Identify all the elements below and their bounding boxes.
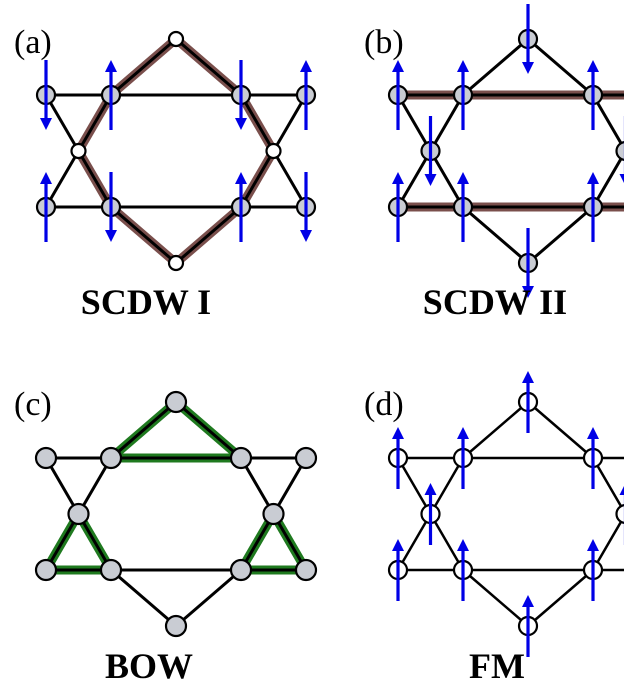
lattice-bond xyxy=(396,513,432,571)
lattice-bond xyxy=(175,205,242,265)
panel-c-label: (c) xyxy=(14,386,52,423)
spin-arrow-head xyxy=(457,172,469,184)
spin-arrow-head xyxy=(40,172,52,184)
panel-b-scdw-ii xyxy=(387,4,624,298)
spin-arrow-head xyxy=(105,230,117,242)
lattice-bond xyxy=(462,569,529,627)
lattice-site xyxy=(99,558,123,582)
lattice-bond xyxy=(429,94,465,152)
lattice-site xyxy=(229,446,253,470)
lattice-bond xyxy=(396,94,432,152)
lattice-site xyxy=(615,504,624,524)
spin-arrow-head xyxy=(522,286,534,298)
lattice-bond xyxy=(396,150,432,208)
lattice-site xyxy=(67,502,90,526)
lattice-bond xyxy=(591,94,624,152)
lattice-bond xyxy=(429,457,465,515)
lattice-bond xyxy=(396,457,432,515)
lattice-site xyxy=(229,558,253,582)
lattice-bond xyxy=(110,568,177,628)
spin-arrow-head xyxy=(392,539,404,551)
lattice-bond xyxy=(272,94,308,152)
vacant-site xyxy=(167,30,185,48)
lattice-bond xyxy=(429,513,465,571)
spin-arrow-head xyxy=(235,172,247,184)
lattice-bond xyxy=(462,37,529,97)
spin-arrow-head xyxy=(457,539,469,551)
spin-arrow-head xyxy=(105,60,117,72)
vacant-site xyxy=(265,142,282,160)
lattice-bond xyxy=(462,401,529,459)
spin-arrow-head xyxy=(457,427,469,439)
spin-arrow-head xyxy=(392,172,404,184)
panel-a-label: (a) xyxy=(14,24,52,61)
spin-arrow-head xyxy=(587,60,599,72)
panel-d-label: (d) xyxy=(364,386,404,423)
panel-b-label: (b) xyxy=(364,24,404,61)
lattice-bond xyxy=(110,37,177,97)
spin-arrow-head xyxy=(587,427,599,439)
spin-arrow-head xyxy=(619,174,624,183)
lattice-bond xyxy=(429,150,465,208)
spin-arrow-head xyxy=(587,172,599,184)
lattice-bond xyxy=(110,205,177,265)
spin-arrow-head xyxy=(522,62,534,74)
lattice-site xyxy=(294,446,318,470)
lattice-bond xyxy=(175,37,242,97)
lattice-bond xyxy=(462,205,529,265)
panel-c-bow xyxy=(34,390,318,638)
lattice-bond xyxy=(77,94,113,152)
spin-arrow-head xyxy=(457,60,469,72)
lattice-bond xyxy=(175,568,242,628)
lattice-site xyxy=(294,558,318,582)
lattice-bond xyxy=(527,205,594,265)
lattice-site xyxy=(262,502,285,526)
lattice-site xyxy=(34,446,58,470)
spin-arrow-head xyxy=(424,483,437,495)
spin-arrow-head xyxy=(392,427,404,439)
lattice-bond xyxy=(591,150,624,208)
spin-arrow-head xyxy=(522,595,534,607)
lattice-site xyxy=(34,558,58,582)
spin-arrow-head xyxy=(619,486,624,495)
lattice-bond xyxy=(527,569,594,627)
lattice-site xyxy=(615,141,624,161)
spin-arrow-head xyxy=(300,60,312,72)
lattice-site xyxy=(164,614,188,638)
panel-b-title: SCDW II xyxy=(422,282,568,322)
spin-arrow-head xyxy=(522,371,534,383)
spin-arrow-head xyxy=(587,539,599,551)
vacant-site xyxy=(167,254,185,272)
spin-arrow-head xyxy=(424,174,437,186)
lattice-bond xyxy=(77,150,113,208)
vacant-site xyxy=(70,142,87,160)
panel-d-fm xyxy=(387,371,624,657)
lattice-site xyxy=(164,390,188,414)
lattice-bond xyxy=(175,400,242,460)
spin-arrow-head xyxy=(235,118,247,130)
lattice-bond xyxy=(239,150,275,208)
spin-arrow-head xyxy=(300,230,312,242)
lattice-site xyxy=(99,446,123,470)
panel-a-scdw-i xyxy=(35,30,317,272)
lattice-bond xyxy=(527,401,594,459)
lattice-bond xyxy=(591,457,624,514)
spin-arrow-head xyxy=(392,60,404,72)
lattice-bond xyxy=(591,514,624,571)
lattice-bond xyxy=(44,150,80,208)
panel-c-title: BOW xyxy=(104,646,194,686)
lattice-bond xyxy=(239,94,275,152)
lattice-bond xyxy=(272,150,308,208)
panel-d-title: FM xyxy=(469,646,525,686)
spin-arrow-head xyxy=(40,118,52,130)
lattice-bond xyxy=(110,400,177,460)
lattice-bond xyxy=(527,37,594,97)
panel-a-title: SCDW I xyxy=(80,282,212,322)
lattice-bond xyxy=(44,94,80,152)
